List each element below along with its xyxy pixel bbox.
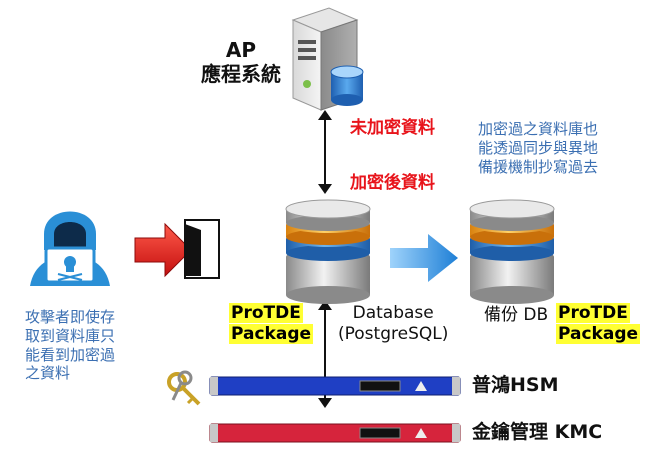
label-unencrypted: 未加密資料 xyxy=(350,118,435,138)
primary-protde-line2: Package xyxy=(229,324,314,345)
primary-protde-badge: ProTDE Package xyxy=(229,303,314,346)
ap-label-line2: 應程系統 xyxy=(201,62,281,86)
blocked-access-icon xyxy=(134,219,220,279)
primary-db-name-line1: Database xyxy=(352,303,434,323)
ap-db-double-arrow xyxy=(318,110,332,194)
primary-db-name: Database (PostgreSQL) xyxy=(338,303,448,346)
attacker-note-line3: 能看到加密過 xyxy=(25,345,116,364)
server-icon xyxy=(291,7,364,111)
kmc-label: 金鑰管理 KMC xyxy=(472,421,603,443)
primary-protde-line1: ProTDE xyxy=(229,303,303,323)
hacker-icon xyxy=(30,211,110,286)
hsm-label: 普鴻HSM xyxy=(472,374,559,396)
ap-label-line1: AP xyxy=(225,38,257,62)
backup-note: 加密過之資料庫也 能透過同步與異地 備援機制抄寫過去 xyxy=(478,120,658,176)
key-icon xyxy=(167,370,201,406)
backup-protde-line1: ProTDE xyxy=(556,303,630,323)
backup-note-line2: 能透過同步與異地 xyxy=(478,138,599,157)
backup-note-line1: 加密過之資料庫也 xyxy=(478,120,599,138)
label-encrypted: 加密後資料 xyxy=(350,173,435,193)
attacker-note: 攻擊者即使存 取到資料庫只 能看到加密過 之資料 xyxy=(25,308,145,383)
sync-arrow-icon xyxy=(390,234,458,282)
hsm-appliance-icon xyxy=(209,376,461,396)
attacker-note-line2: 取到資料庫只 xyxy=(25,326,116,345)
backup-database-icon xyxy=(469,199,555,304)
backup-note-line3: 備援機制抄寫過去 xyxy=(478,157,599,176)
backup-db-prefix: 備份 DB xyxy=(484,305,549,325)
attacker-note-line4: 之資料 xyxy=(25,364,71,383)
ap-label: AP 應程系統 xyxy=(196,38,286,86)
primary-database-icon xyxy=(285,199,371,304)
backup-protde-line2: Package xyxy=(556,324,641,345)
primary-db-name-line2: (PostgreSQL) xyxy=(338,324,449,345)
kmc-appliance-icon xyxy=(209,423,461,443)
backup-protde-badge: ProTDE Package xyxy=(556,303,641,346)
attacker-note-line1: 攻擊者即使存 xyxy=(25,308,116,326)
